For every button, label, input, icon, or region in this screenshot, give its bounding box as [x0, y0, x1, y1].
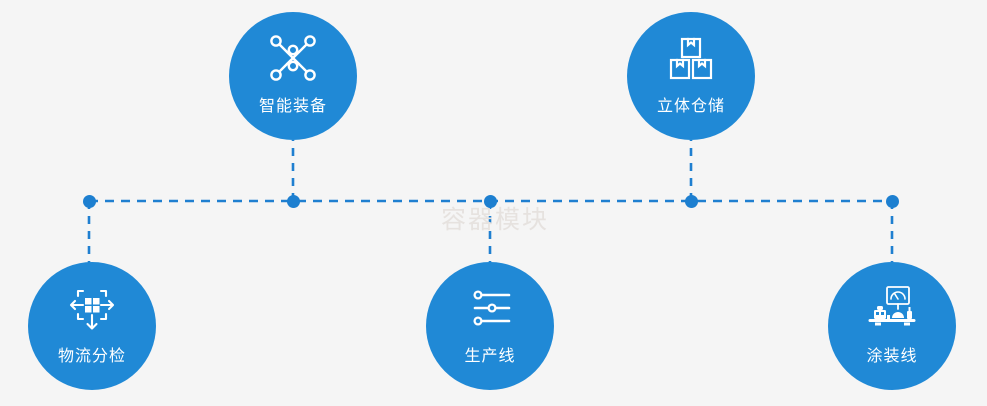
node-coating-line[interactable]: 涂装线 — [828, 262, 956, 390]
joint-coating-line — [885, 194, 899, 208]
paint-machine-icon — [866, 282, 918, 334]
node-label: 物流分检 — [57, 346, 126, 365]
joint-stereo-warehouse — [684, 194, 698, 208]
node-label: 涂装线 — [866, 346, 918, 365]
node-label: 生产线 — [464, 346, 516, 365]
node-logistics-sorting[interactable]: 物流分检 — [28, 262, 156, 390]
sliders-icon — [464, 282, 516, 334]
sorting-arrows-icon — [66, 282, 118, 334]
node-production-line[interactable]: 生产线 — [426, 262, 554, 390]
joint-production-line — [483, 194, 497, 208]
joint-intelligent-equipment — [286, 194, 300, 208]
network-nodes-icon — [267, 32, 319, 84]
node-label: 智能装备 — [258, 96, 327, 115]
stacked-boxes-icon — [665, 32, 717, 84]
node-label: 立体仓储 — [656, 96, 725, 115]
joint-logistics-sorting — [82, 194, 96, 208]
node-intelligent-equipment[interactable]: 智能装备 — [229, 12, 357, 140]
watermark-text: 容器模块 — [440, 205, 549, 234]
node-stereo-warehouse[interactable]: 立体仓储 — [627, 12, 755, 140]
